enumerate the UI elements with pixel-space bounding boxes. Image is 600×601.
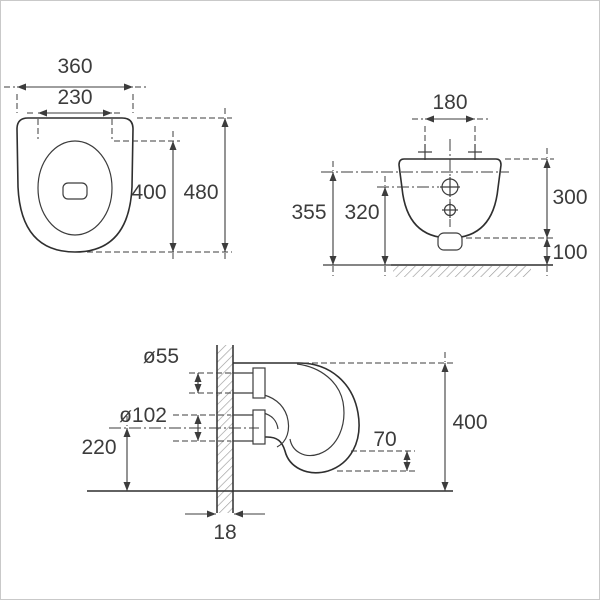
dim-label-width-outer: 360: [57, 55, 92, 78]
front-view: 180 355 320 300 100: [291, 91, 588, 277]
fixing-holes: [418, 144, 482, 160]
seat-opening: [37, 140, 113, 236]
drain-hole: [442, 202, 458, 218]
dim-label-bolt-spacing: 180: [432, 91, 467, 114]
trap-opening: [62, 182, 88, 200]
flush-inlet-pipe: [233, 367, 266, 399]
outlet-front: [437, 232, 463, 251]
dim-label-bowl-clearance: 70: [373, 428, 396, 451]
supply-hole: [440, 177, 460, 197]
dim-label-depth-total: 480: [183, 181, 218, 204]
plan-extension-lines: [4, 86, 232, 262]
bowl-profile-inner: [289, 363, 345, 457]
dim-label-outlet-height: 220: [81, 436, 116, 459]
side-view: ø55 ø102 220 70 400 18: [81, 345, 488, 544]
dim-label-depth-seat: 400: [131, 181, 166, 204]
floor-hatch: [393, 266, 531, 277]
waste-outlet-pipe: [233, 409, 266, 445]
dim-label-outlet-diameter: ø102: [119, 404, 167, 427]
dim-label-height-drain: 320: [344, 201, 379, 224]
plan-view: 360 230 400 480: [4, 55, 232, 262]
dim-label-wall-thickness: 18: [213, 521, 236, 544]
dim-label-width-seat: 230: [57, 86, 92, 109]
side-extension-lines: [126, 352, 453, 472]
dim-label-bowl-height: 300: [552, 186, 587, 209]
front-extension-lines: [323, 118, 554, 276]
dim-label-flush-diameter: ø55: [143, 345, 179, 368]
trap-curve: [258, 393, 290, 448]
dim-label-overall-height: 400: [452, 411, 487, 434]
wall-hatch: [217, 345, 233, 513]
dim-label-height-supply: 355: [291, 201, 326, 224]
pan-outline-plan: [16, 117, 134, 253]
bowl-profile-outer: [233, 362, 360, 474]
dim-label-clearance-below: 100: [552, 241, 587, 264]
